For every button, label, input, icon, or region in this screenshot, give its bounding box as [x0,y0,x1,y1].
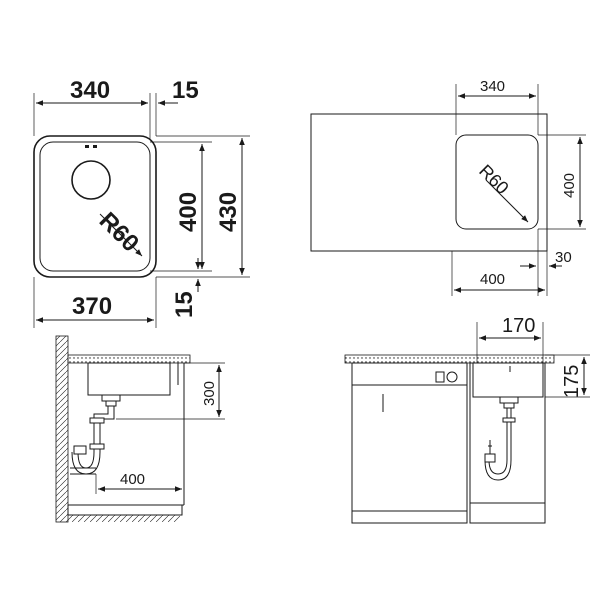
radius-leader-right [485,179,529,223]
dim-300-label: 300 [201,381,218,406]
trap-pipe-front [484,396,519,481]
drain-hole [71,160,111,200]
dishwasher-controls-icon [435,371,458,383]
sink-outer-rim [33,135,157,278]
radius-label-right: R60 [475,161,512,198]
radius-leader [99,213,143,257]
worktop-front [344,354,555,364]
sink-cutout [455,134,539,230]
dim-400-label: 400 [175,192,202,232]
sink-inner-bowl [39,141,151,272]
sink-plan-view: R60 340 15 400 430 370 15 [33,77,250,328]
dim-15-top-label: 15 [172,77,199,104]
dim-30-label: 30 [555,249,572,266]
dim-370-label: 370 [72,293,112,320]
cabinet-plan-view: R60 340 400 30 400 [310,78,586,296]
floor-hatch [68,515,180,522]
front-elevation-view: 170 175 [344,315,590,524]
trap-pipe [70,394,121,475]
side-section-view: 300 400 [55,335,225,523]
overflow-slot [85,145,97,148]
worktop-section [67,354,191,364]
dim-170-label: 170 [502,315,535,337]
sink-bowl-front [472,362,544,398]
dim-400-drain-label: 400 [120,471,145,488]
dim-430-label: 430 [215,192,242,232]
dim-340-right-label: 340 [480,78,505,95]
dim-340-label: 340 [70,77,110,104]
dim-175-label: 175 [561,365,583,398]
dim-400-right-label: 400 [561,173,578,198]
wall-hatch [55,335,69,523]
dim-400-bottom-label: 400 [480,271,505,288]
dim-15-bottom-label: 15 [171,291,198,318]
worktop-outline [310,113,548,252]
sink-bowl-section [87,362,171,396]
